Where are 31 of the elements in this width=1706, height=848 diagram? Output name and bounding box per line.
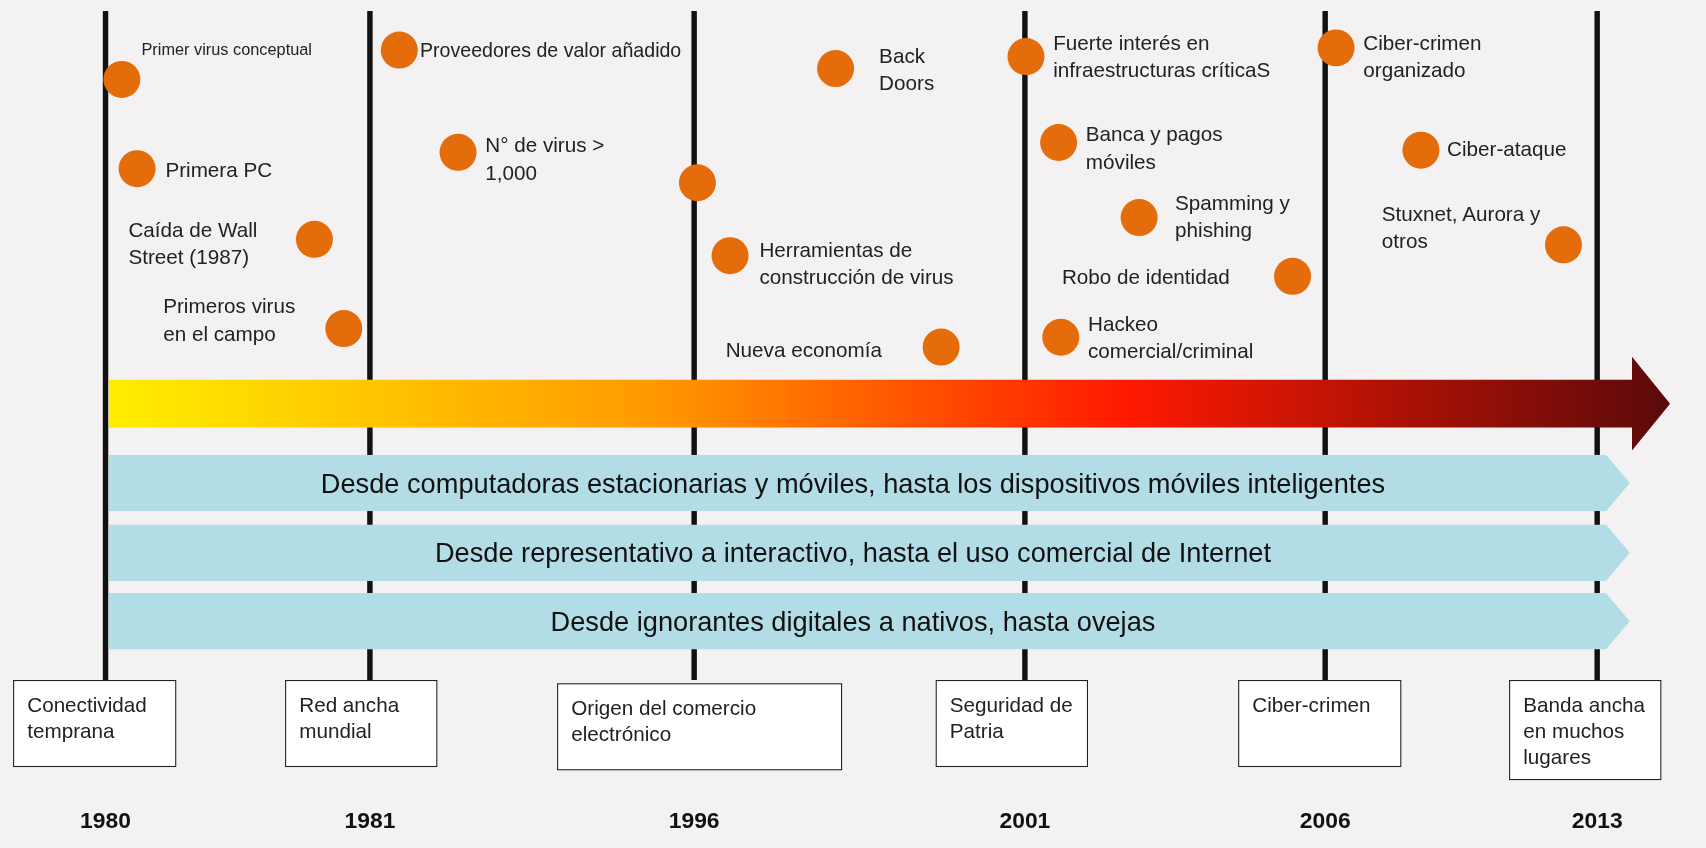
year-label: 2006	[1298, 807, 1352, 834]
event-label: Robo de identidad	[1061, 264, 1231, 291]
event-label: Primer virus conceptual	[141, 39, 312, 61]
event-label: Ciber-crimen organizado	[1363, 30, 1483, 84]
era-box: Seguridad de Patria	[935, 680, 1088, 768]
event-label: N° de virus > 1,000	[485, 132, 606, 186]
year-label: 2001	[998, 807, 1052, 834]
event-label: Hackeo comercial/criminal	[1088, 311, 1255, 364]
event-label: Herramientas de construcción de virus	[759, 237, 955, 290]
event-label: Banca y pagos móviles	[1085, 121, 1224, 175]
event-label: Primera PC	[165, 157, 274, 184]
event-label: Stuxnet, Aurora y otros	[1381, 201, 1542, 255]
theme-banner: Desde ignorantes digitales a nativos, hasta ovejas	[108, 592, 1630, 650]
year-label: 1981	[343, 807, 397, 834]
event-label: Fuerte interés en infraestructuras críticaS	[1053, 30, 1272, 84]
era-box: Ciber-crimen	[1238, 680, 1402, 768]
year-label: 2013	[1570, 807, 1624, 834]
theme-banner: Desde representativo a interactivo, hasta el uso comercial de Internet	[108, 524, 1630, 581]
year-label: 1980	[79, 807, 132, 834]
event-label: Spamming y phishing	[1175, 190, 1291, 244]
event-label: Caída de Wall Street (1987)	[128, 217, 259, 271]
event-label: Nueva economía	[725, 337, 883, 364]
theme-banner: Desde computadoras estacionarias y móviles, hasta los dispositivos móviles inteligentes	[108, 454, 1630, 512]
era-box: Conectividad temprana	[13, 680, 177, 768]
era-box: Banda ancha en muchos lugares	[1509, 680, 1662, 781]
year-label: 1996	[667, 807, 721, 834]
event-label: Back Doors	[879, 43, 936, 97]
event-label: Ciber-ataque	[1447, 136, 1568, 162]
event-label: Primeros virus en el campo	[163, 293, 297, 347]
era-box: Red ancha mundial	[285, 680, 438, 768]
era-box: Origen del comercio electrónico	[557, 683, 843, 771]
